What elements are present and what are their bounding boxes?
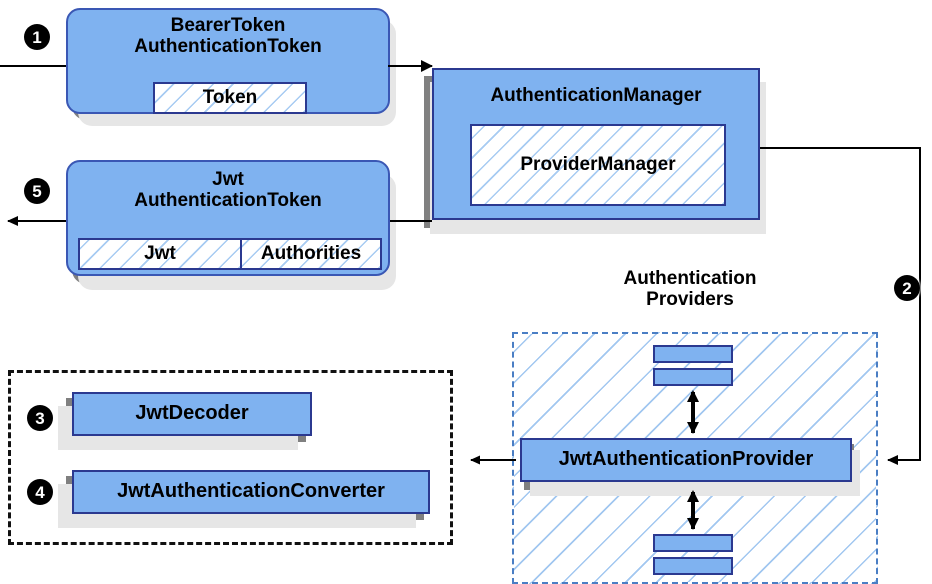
bullet-step-5: 5 [24,178,50,204]
provider-stub-bottom-1 [653,534,733,552]
jwt-decoder-title: JwtDecoder [135,402,249,425]
provider-stub-top-1 [653,345,733,363]
jwt-token-title: Jwt AuthenticationToken [134,169,322,211]
bullet-step-2: 2 [894,275,920,301]
jwt-token-compartment-jwt: Jwt [78,238,242,270]
node-bearer-token-authentication-token[interactable]: BearerToken AuthenticationToken Token [66,8,390,114]
bullet-step-1: 1 [24,24,50,50]
bullet-step-3: 3 [27,405,53,431]
auth-manager-title: AuthenticationManager [490,85,702,106]
jwt-converter-title: JwtAuthenticationConverter [117,480,385,503]
node-jwt-decoder[interactable]: JwtDecoder [72,392,312,436]
node-jwt-authentication-token[interactable]: Jwt AuthenticationToken Jwt Authorities [66,160,390,276]
jwt-token-compartment-authorities: Authorities [240,238,382,270]
jwt-provider-title: JwtAuthenticationProvider [558,448,814,471]
bearer-token-title: BearerToken AuthenticationToken [134,15,322,57]
group-jwt-support [8,370,453,545]
node-authentication-manager[interactable]: AuthenticationManager ProviderManager [432,68,760,220]
provider-stub-bottom-2 [653,557,733,575]
provider-stub-top-2 [653,368,733,386]
bullet-step-4: 4 [27,479,53,505]
auth-manager-compartment-provider-manager: ProviderManager [470,124,726,206]
node-jwt-authentication-provider[interactable]: JwtAuthenticationProvider [520,438,852,482]
bearer-token-compartment-token: Token [153,82,307,114]
node-jwt-authentication-converter[interactable]: JwtAuthenticationConverter [72,470,430,514]
authentication-providers-caption: Authentication Providers [623,268,757,311]
